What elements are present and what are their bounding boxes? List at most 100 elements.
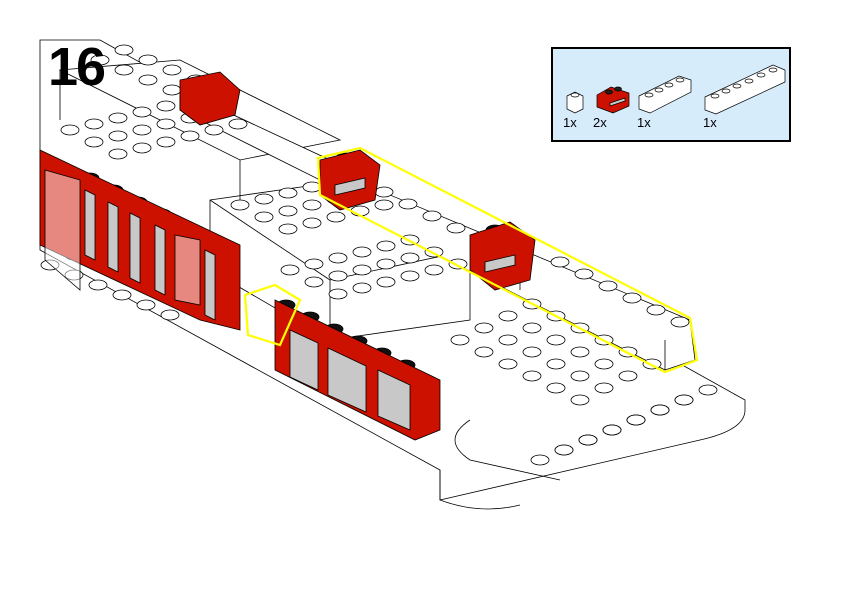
new-window-brick-1	[319, 149, 381, 211]
stud	[424, 264, 444, 276]
stud	[254, 193, 274, 205]
stud	[570, 370, 590, 382]
stud	[376, 258, 396, 270]
stud	[114, 64, 134, 76]
stud	[474, 322, 494, 334]
stud	[108, 148, 128, 160]
stud	[280, 264, 300, 276]
stud	[424, 246, 444, 258]
stud	[160, 309, 180, 321]
stud	[138, 54, 158, 66]
stud	[326, 211, 346, 223]
stud	[132, 124, 152, 136]
stud	[650, 404, 670, 416]
stud	[446, 222, 466, 234]
stud	[578, 434, 598, 446]
stud	[88, 279, 108, 291]
part-quantity: 1x	[563, 115, 577, 130]
new-window-brick-3	[179, 71, 241, 126]
window-bricks-front	[274, 299, 441, 441]
stud	[570, 394, 590, 406]
part-quantity: 2x	[593, 115, 607, 130]
stud	[546, 382, 566, 394]
stud	[228, 118, 248, 130]
stud	[376, 276, 396, 288]
window-bricks-left	[39, 149, 241, 331]
stud	[674, 394, 694, 406]
stud	[498, 358, 518, 370]
stud	[278, 205, 298, 217]
stud	[108, 130, 128, 142]
stud	[498, 310, 518, 322]
stud	[498, 334, 518, 346]
part-quantity: 1x	[637, 115, 651, 130]
stud	[400, 252, 420, 264]
stud	[546, 358, 566, 370]
stud	[374, 186, 394, 198]
new-window-brick-2	[469, 221, 536, 291]
part-white-1x1-icon	[566, 91, 584, 114]
stud	[554, 444, 574, 456]
stud	[352, 264, 372, 276]
stud	[450, 334, 470, 346]
stud	[522, 322, 542, 334]
stud	[304, 258, 324, 270]
stud	[594, 358, 614, 370]
stud	[156, 136, 176, 148]
stud	[352, 246, 372, 258]
stud	[546, 334, 566, 346]
stud	[328, 270, 348, 282]
part-red-window-icon	[596, 86, 630, 114]
stud	[108, 112, 128, 124]
stud	[602, 424, 622, 436]
stud	[522, 370, 542, 382]
step-number: 16	[48, 37, 106, 97]
stud	[60, 124, 80, 136]
stud	[204, 124, 224, 136]
stud	[180, 130, 200, 142]
parts-list-callout: 1x 2x 1x 1x	[551, 47, 791, 142]
stud	[90, 54, 110, 66]
stud	[570, 346, 590, 358]
stud	[304, 276, 324, 288]
stud	[84, 118, 104, 130]
stud	[278, 223, 298, 235]
stud	[598, 280, 618, 292]
stud	[138, 74, 158, 86]
stud	[84, 136, 104, 148]
stud	[398, 198, 418, 210]
stud	[136, 299, 156, 311]
stud	[594, 382, 614, 394]
stud	[400, 270, 420, 282]
stud	[618, 370, 638, 382]
stud	[156, 100, 176, 112]
stud	[626, 414, 646, 426]
stud	[132, 106, 152, 118]
stud	[112, 289, 132, 301]
part-quantity: 1x	[703, 115, 717, 130]
stud	[302, 217, 322, 229]
part-white-1x6-icon	[704, 64, 786, 115]
stud	[448, 258, 468, 270]
stud	[422, 210, 442, 222]
highlight-outlines	[243, 146, 699, 374]
stud	[302, 199, 322, 211]
stud	[230, 199, 250, 211]
stud	[162, 84, 182, 96]
stud	[162, 64, 182, 76]
stud	[114, 44, 134, 56]
stud	[374, 199, 394, 211]
stud	[328, 252, 348, 264]
stud	[574, 268, 594, 280]
part-white-1x4-icon	[638, 75, 692, 114]
stud	[376, 240, 396, 252]
stud	[328, 288, 348, 300]
stud	[622, 292, 642, 304]
stud	[156, 118, 176, 130]
stud	[522, 346, 542, 358]
stud	[670, 316, 690, 328]
stud	[278, 187, 298, 199]
stud	[474, 346, 494, 358]
stud	[646, 304, 666, 316]
stud	[254, 211, 274, 223]
